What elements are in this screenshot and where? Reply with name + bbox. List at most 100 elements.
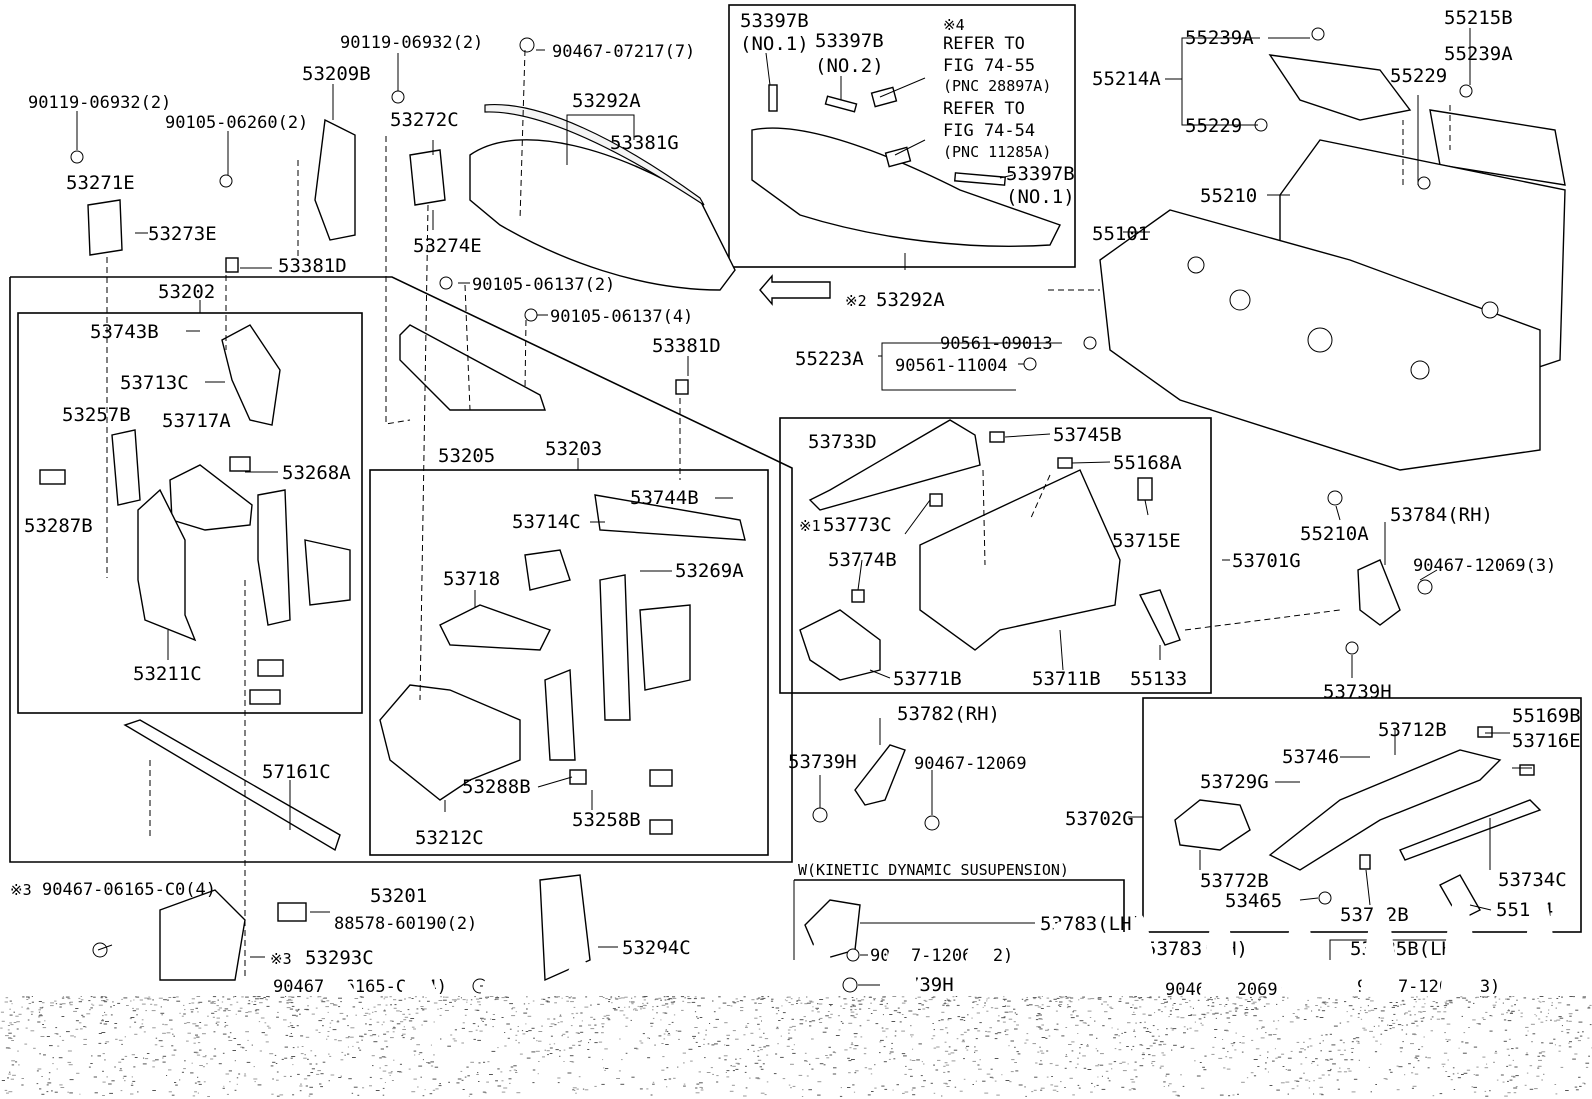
dash-lines bbox=[106, 49, 1451, 978]
bolt bbox=[524, 308, 538, 322]
label-53381d-b: 53381D bbox=[652, 335, 721, 357]
label-55229-b: 55229 bbox=[1185, 115, 1242, 137]
bracket-right bbox=[304, 539, 351, 606]
label-53203: 53203 bbox=[545, 438, 602, 460]
label-53209b: 53209B bbox=[302, 63, 371, 85]
clip-a bbox=[257, 659, 284, 677]
label-53718: 53718 bbox=[443, 568, 500, 590]
label-53702g: 53702G bbox=[1065, 808, 1134, 830]
label-no1-a: (NO.1) bbox=[740, 33, 809, 55]
label-53397b-no2: 53397B bbox=[815, 30, 884, 52]
label-55168a: 55168A bbox=[1113, 452, 1182, 474]
part-53718 bbox=[439, 604, 551, 651]
label-53273e: 53273E bbox=[148, 223, 217, 245]
bolt bbox=[1459, 84, 1473, 98]
label-53712b: 53712B bbox=[1378, 719, 1447, 741]
label-55101: 55101 bbox=[1092, 223, 1149, 245]
part-53712b bbox=[1268, 749, 1502, 871]
part-53465 bbox=[1318, 891, 1332, 905]
group-boxes bbox=[9, 4, 1582, 960]
part-53774b bbox=[851, 589, 865, 603]
label-53744b: 53744B bbox=[630, 487, 699, 509]
label-90467-07217: 90467-07217(7) bbox=[552, 42, 695, 62]
label-53714c: 53714C bbox=[512, 511, 581, 533]
label-mark4: ※4 bbox=[943, 16, 965, 34]
part-53211c bbox=[137, 488, 197, 642]
label-53784rh: 53784(RH) bbox=[1390, 504, 1493, 526]
label-53272c: 53272C bbox=[390, 109, 459, 131]
nut-90467 bbox=[1417, 579, 1433, 595]
labels: 90119-06932(2) 90119-06932(2) 90105-0626… bbox=[10, 7, 1581, 1000]
label-88578-60190: 88578-60190(2) bbox=[334, 914, 477, 934]
label-mark1: ※1 bbox=[799, 517, 821, 535]
part-53271e bbox=[87, 199, 123, 256]
label-53782rh: 53782(RH) bbox=[897, 703, 1000, 725]
bolt bbox=[519, 37, 535, 53]
label-90467-06165-a: 90467-06165-C0(4) bbox=[42, 880, 216, 900]
label-fig-74-55: FIG 74-55 bbox=[943, 56, 1035, 76]
label-55210: 55210 bbox=[1200, 185, 1257, 207]
part-53772b bbox=[1174, 799, 1251, 851]
label-pnc-28897a: (PNC 28897A) bbox=[943, 77, 1051, 95]
part-55133 bbox=[1138, 589, 1181, 646]
seal-53397b-no1-b bbox=[953, 172, 1007, 186]
insulator-55214a bbox=[1268, 54, 1412, 121]
leaders bbox=[76, 28, 1532, 987]
part-53288b bbox=[569, 769, 587, 785]
clip-b bbox=[249, 689, 281, 705]
label-53268a: 53268A bbox=[282, 462, 351, 484]
box-53203 bbox=[369, 469, 769, 856]
label-57161c: 57161C bbox=[262, 761, 331, 783]
part-53745b bbox=[989, 431, 1005, 443]
label-53729g: 53729G bbox=[1200, 771, 1269, 793]
brace-53205 bbox=[399, 324, 546, 411]
label-90561-09013: 90561-09013 bbox=[940, 334, 1053, 354]
clip-c bbox=[649, 769, 673, 787]
clip-53739h-c bbox=[842, 977, 858, 993]
label-53202: 53202 bbox=[158, 281, 215, 303]
panel-53203 bbox=[639, 604, 691, 691]
part-53716e bbox=[1519, 764, 1535, 776]
label-53271e: 53271E bbox=[66, 172, 135, 194]
part-53782rh bbox=[854, 744, 906, 806]
hole bbox=[1481, 301, 1499, 319]
label-no2: (NO.2) bbox=[815, 55, 884, 77]
label-53713c: 53713C bbox=[120, 372, 189, 394]
bolt bbox=[70, 150, 84, 164]
label-53381d-a: 53381D bbox=[278, 255, 347, 277]
label-53205: 53205 bbox=[438, 445, 495, 467]
refer-pad-a bbox=[870, 86, 898, 108]
hole bbox=[1410, 360, 1430, 380]
label-53715e: 53715E bbox=[1112, 530, 1181, 552]
member-57161c bbox=[123, 719, 341, 852]
bolt bbox=[92, 942, 108, 958]
label-no1-b: (NO.1) bbox=[1006, 186, 1075, 208]
part-53293c bbox=[159, 889, 246, 981]
part-53257b bbox=[111, 429, 141, 506]
hole bbox=[1187, 256, 1205, 274]
clip-53739h-b bbox=[812, 807, 828, 823]
label-mark2: ※2 bbox=[845, 292, 867, 310]
part-53773c bbox=[929, 493, 943, 507]
label-refer-1: REFER TO bbox=[943, 34, 1025, 54]
label-90105-06137-4: 90105-06137(4) bbox=[550, 307, 693, 327]
bolt bbox=[439, 276, 453, 290]
part-53717a bbox=[169, 464, 253, 531]
refer-pad-b bbox=[884, 146, 912, 168]
hole bbox=[1307, 327, 1333, 353]
label-53381g: 53381G bbox=[610, 132, 679, 154]
label-55169b: 55169B bbox=[1512, 705, 1581, 727]
label-53771b: 53771B bbox=[893, 668, 962, 690]
part-53272c bbox=[409, 149, 446, 206]
box-53201-outline bbox=[9, 276, 793, 863]
label-90105-06137-2: 90105-06137(2) bbox=[472, 275, 615, 295]
part-53771b bbox=[799, 609, 881, 681]
label-90105-06260: 90105-06260(2) bbox=[165, 113, 308, 133]
clip-55210a bbox=[1327, 490, 1343, 506]
part-53294c bbox=[539, 874, 591, 982]
label-pnc-11285a: (PNC 11285A) bbox=[943, 143, 1051, 161]
label-53293c: 53293C bbox=[305, 947, 374, 969]
seal-53397b-no2 bbox=[824, 95, 858, 113]
label-53211c: 53211C bbox=[133, 663, 202, 685]
